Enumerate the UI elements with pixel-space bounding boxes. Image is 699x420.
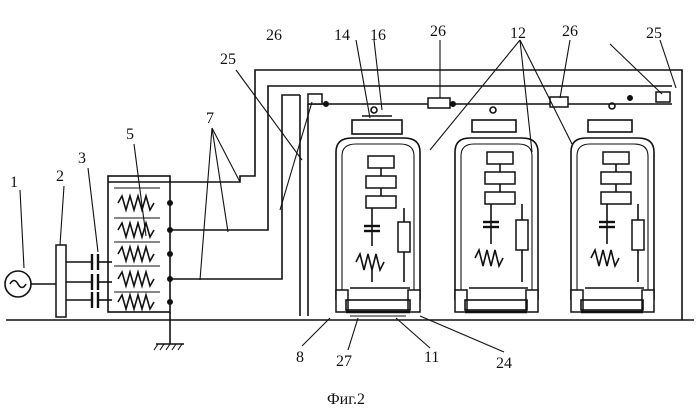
label-3: 3 (78, 150, 86, 167)
ac-source (5, 271, 56, 297)
label-11: 11 (424, 349, 439, 366)
reactor-vessel (455, 120, 538, 312)
label-12: 12 (510, 25, 526, 42)
sensor-row (308, 92, 670, 113)
label-7: 7 (206, 110, 214, 127)
label-25-left: 25 (220, 51, 236, 68)
cable-bundle (108, 70, 682, 320)
label-25-right: 25 (646, 25, 662, 42)
label-26-middle: 26 (430, 23, 446, 40)
label-27: 27 (336, 353, 352, 370)
figure-caption: Фиг.2 (327, 391, 365, 408)
reactor-vessel (571, 120, 654, 312)
label-26-right: 26 (562, 23, 578, 40)
label-14: 14 (334, 27, 350, 44)
label-26-left: 26 (266, 27, 282, 44)
label-2: 2 (56, 168, 64, 185)
label-8: 8 (296, 349, 304, 366)
reactor-vessel (336, 116, 420, 316)
label-24: 24 (496, 355, 512, 372)
transformer-block (108, 176, 184, 350)
label-5: 5 (126, 126, 134, 143)
capacitor-group (92, 254, 112, 308)
label-1: 1 (10, 174, 18, 191)
busbar (56, 245, 92, 317)
label-16: 16 (370, 27, 386, 44)
